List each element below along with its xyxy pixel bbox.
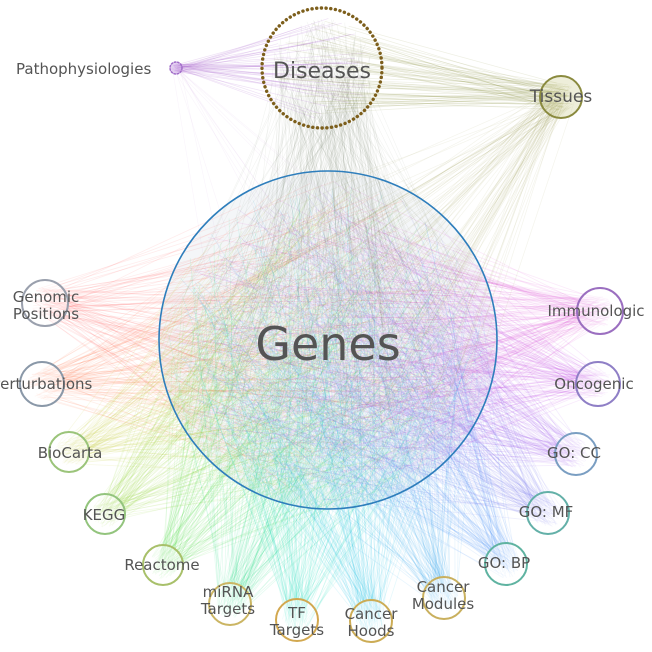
node-tissues[interactable] [539, 75, 583, 119]
node-cancer-hoods[interactable] [349, 599, 393, 643]
node-diseases[interactable] [260, 6, 384, 130]
label-kegg: KEGG [83, 506, 126, 524]
edge-bundle-mirna_targets-genes [168, 194, 482, 618]
node-genomic-positions[interactable] [21, 279, 69, 327]
edge-bundle-go_cc-genes [168, 184, 590, 475]
node-tf-targets[interactable] [275, 598, 319, 642]
label-tissues: Tissues [529, 87, 593, 107]
label-diseases: Diseases [273, 59, 371, 84]
label-go-cc: GO: CC [547, 444, 601, 462]
edge-bundle-immunologic-genes [175, 186, 616, 498]
node-reactome[interactable] [142, 544, 184, 586]
label-perturbations: Perturbations [0, 375, 93, 393]
edge-bundle-pathophysiologies-genes [172, 64, 476, 480]
node-oncogenic[interactable] [575, 361, 621, 407]
node-cancer-modules[interactable] [422, 576, 466, 620]
edge-bundle-perturbations-genes [26, 191, 487, 488]
node-go-cc[interactable] [554, 432, 598, 476]
edge-bundle-kegg-genes [91, 183, 484, 528]
edge-bundle-tf_targets-genes [181, 186, 484, 635]
edge-bundle-pathophysiologies-diseases [171, 18, 369, 119]
label-immunologic: Immunologic [547, 302, 644, 320]
node-immunologic[interactable] [576, 287, 624, 335]
edge-bundle-go_mf-genes [179, 192, 563, 527]
edge-bundle-oncogenic-genes [179, 181, 612, 486]
node-genes[interactable] [158, 170, 498, 510]
label-reactome: Reactome [124, 556, 199, 574]
label-go-mf: GO: MF [519, 503, 574, 521]
edge-bundle-biocarta-genes [55, 185, 481, 489]
node-mirna-targets[interactable] [208, 582, 252, 626]
edge-bundle-cancer_modules-genes [172, 193, 483, 612]
genes-hub-fill [159, 171, 497, 509]
edge-bundle-go_bp-genes [183, 191, 521, 579]
label-pathophysiologies: Pathophysiologies [16, 60, 151, 78]
edge-bundle-reactome-genes [151, 208, 473, 579]
label-go-bp: GO: BP [478, 554, 530, 572]
edge-bundle-genomic_positions-genes [29, 181, 481, 498]
node-go-bp[interactable] [484, 542, 528, 586]
edge-bundle-cancer_hoods-genes [183, 188, 483, 636]
label-biocarta: BioCarta [38, 444, 103, 462]
edge-bundle-diseases-genes [170, 18, 485, 490]
node-kegg[interactable] [84, 493, 126, 535]
node-biocarta[interactable] [48, 431, 90, 473]
node-pathophysiologies[interactable] [169, 61, 183, 75]
node-perturbations[interactable] [19, 361, 65, 407]
edge-bundle-tissues-diseases [273, 20, 575, 115]
label-genes: Genes [255, 317, 400, 371]
edge-bundle-tissues-genes [182, 84, 576, 495]
node-go-mf[interactable] [526, 491, 570, 535]
label-oncogenic: Oncogenic [554, 375, 633, 393]
